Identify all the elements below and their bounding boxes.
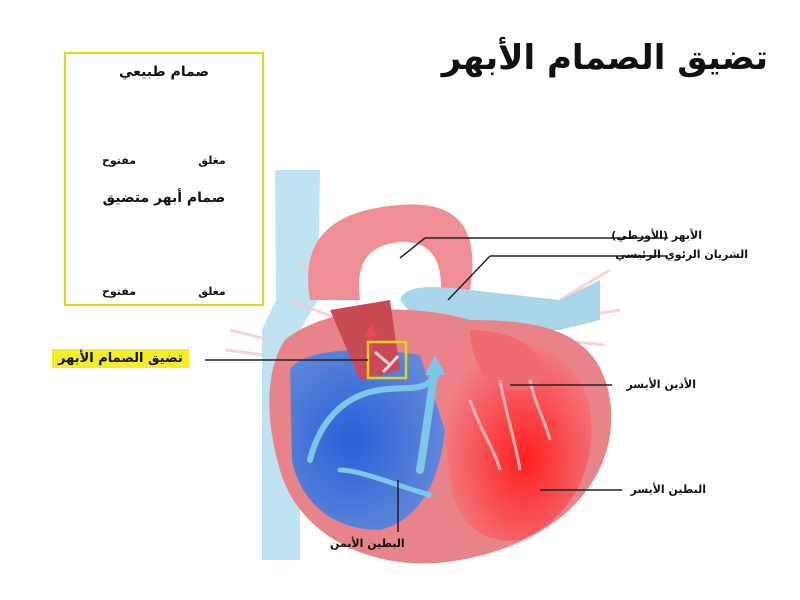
left-atrium-label: الأذين الأيسر: [626, 378, 696, 391]
page-title: تضيق الصمام الأبهر: [441, 38, 768, 78]
normal-valve-heading: صمام طبيعي: [119, 64, 209, 80]
flow-arrowhead-up: [425, 355, 445, 375]
left-atrium: [470, 330, 545, 391]
stenotic-open-label: مفتوح: [101, 285, 137, 298]
aorta-arch: [308, 204, 473, 300]
valve-comparison-panel: صمام طبيعي مغلق مفتوح صمام أبهر متضيق مغ…: [64, 52, 264, 306]
stenosis-highlight-label: تضيق الصمام الأبهر: [52, 349, 189, 368]
stenotic-closed-label: مغلق: [198, 285, 226, 298]
pulmonary-artery-label: الشريان الرئوي الرئيسي: [615, 248, 748, 261]
normal-closed-label: مغلق: [198, 154, 226, 167]
leader-lines: [205, 237, 668, 532]
papillary-details: [468, 379, 552, 471]
flow-arrowhead-red: [364, 324, 378, 336]
right-ventricle-label: البطين الأيمن: [330, 537, 405, 550]
aorta-label: الأبهر (الأورطي): [611, 229, 702, 242]
stenotic-valve-heading: صمام أبهر متضيق: [102, 190, 226, 206]
normal-open-label: مفتوح: [101, 154, 137, 167]
left-ventricle-label: البطين الأيسر: [630, 483, 706, 496]
